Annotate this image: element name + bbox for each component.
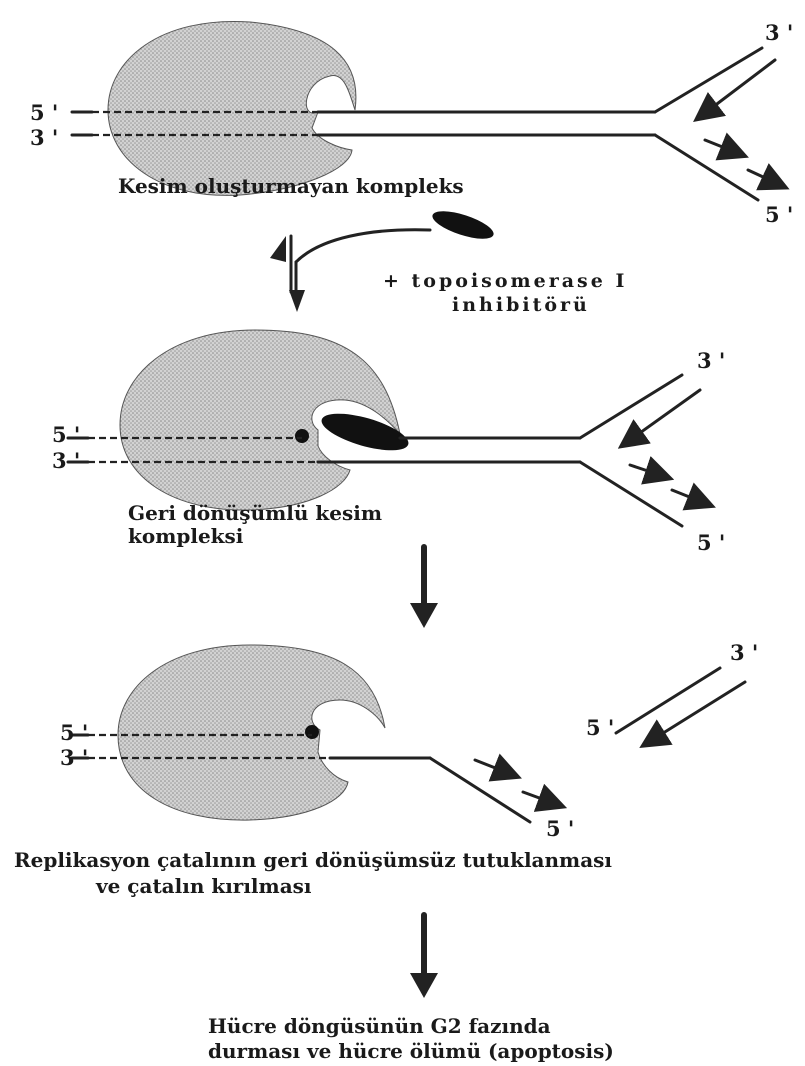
- label-5prime: 5 ': [60, 720, 88, 745]
- step2-caption-line1: Geri dönüşümlü kesim: [128, 501, 382, 525]
- label-5prime: 5 ': [52, 422, 80, 447]
- label-5prime: 5 ': [30, 100, 58, 125]
- label-3prime-fork: 3 ': [765, 20, 793, 45]
- broken-strand: [616, 668, 720, 733]
- step3-caption-line2: ve çatalın kırılması: [95, 874, 312, 898]
- label-3prime-fork: 3 ': [697, 348, 725, 373]
- topoisomerase-enzyme: [108, 21, 356, 195]
- down-arrow-2: [410, 547, 438, 628]
- drug-molecule: [318, 406, 412, 458]
- covalent-bond-dot: [305, 725, 319, 739]
- drug-molecule: [429, 206, 496, 245]
- label-3prime: 3 ': [30, 125, 58, 150]
- label-5prime-broken: 5 ': [586, 715, 614, 740]
- stage-2-reversible-cleavage-complex: 5 ' 3 ' 3 ' 5 ' Geri dönüşümlü kesim kom…: [52, 330, 725, 555]
- step1-caption: Kesim oluşturmayan kompleks: [118, 174, 464, 198]
- down-arrow-3: [410, 915, 438, 998]
- stage-4-outcome: Hücre döngüsünün G2 fazında durması ve h…: [208, 1014, 614, 1063]
- label-5prime-fork: 5 ': [697, 530, 725, 555]
- inhibitor-label-line1: + topoisomerase I: [383, 270, 627, 292]
- step4-caption-line1: Hücre döngüsünün G2 fazında: [208, 1014, 551, 1038]
- step3-caption-line1: Replikasyon çatalının geri dönüşümsüz tu…: [14, 848, 612, 872]
- topoisomerase-enzyme: [118, 645, 385, 820]
- label-3prime: 3 ': [60, 745, 88, 770]
- label-3prime-broken: 3 ': [730, 640, 758, 665]
- step4-caption-line2: durması ve hücre ölümü (apoptosis): [208, 1039, 614, 1063]
- inhibitor-binding-step: + topoisomerase I inhibitörü: [270, 206, 627, 316]
- label-5prime-fork: 5 ': [765, 202, 793, 227]
- label-5prime-fork: 5 ': [546, 816, 574, 841]
- label-3prime: 3 ': [52, 448, 80, 473]
- inhibitor-label-line2: inhibitörü: [452, 294, 590, 316]
- covalent-bond-dot: [295, 429, 309, 443]
- step2-caption-line2: kompleksi: [128, 524, 244, 548]
- stage-3-fork-arrest-and-breakage: 5 ' 3 ' 5 ' 3 ' 5 ' Replikasyon çatalını…: [14, 640, 758, 898]
- stage-1-non-cleavable-complex: 5 ' 3 ' 3 ' 5 ' Kesim oluşturmayan kompl…: [30, 20, 793, 227]
